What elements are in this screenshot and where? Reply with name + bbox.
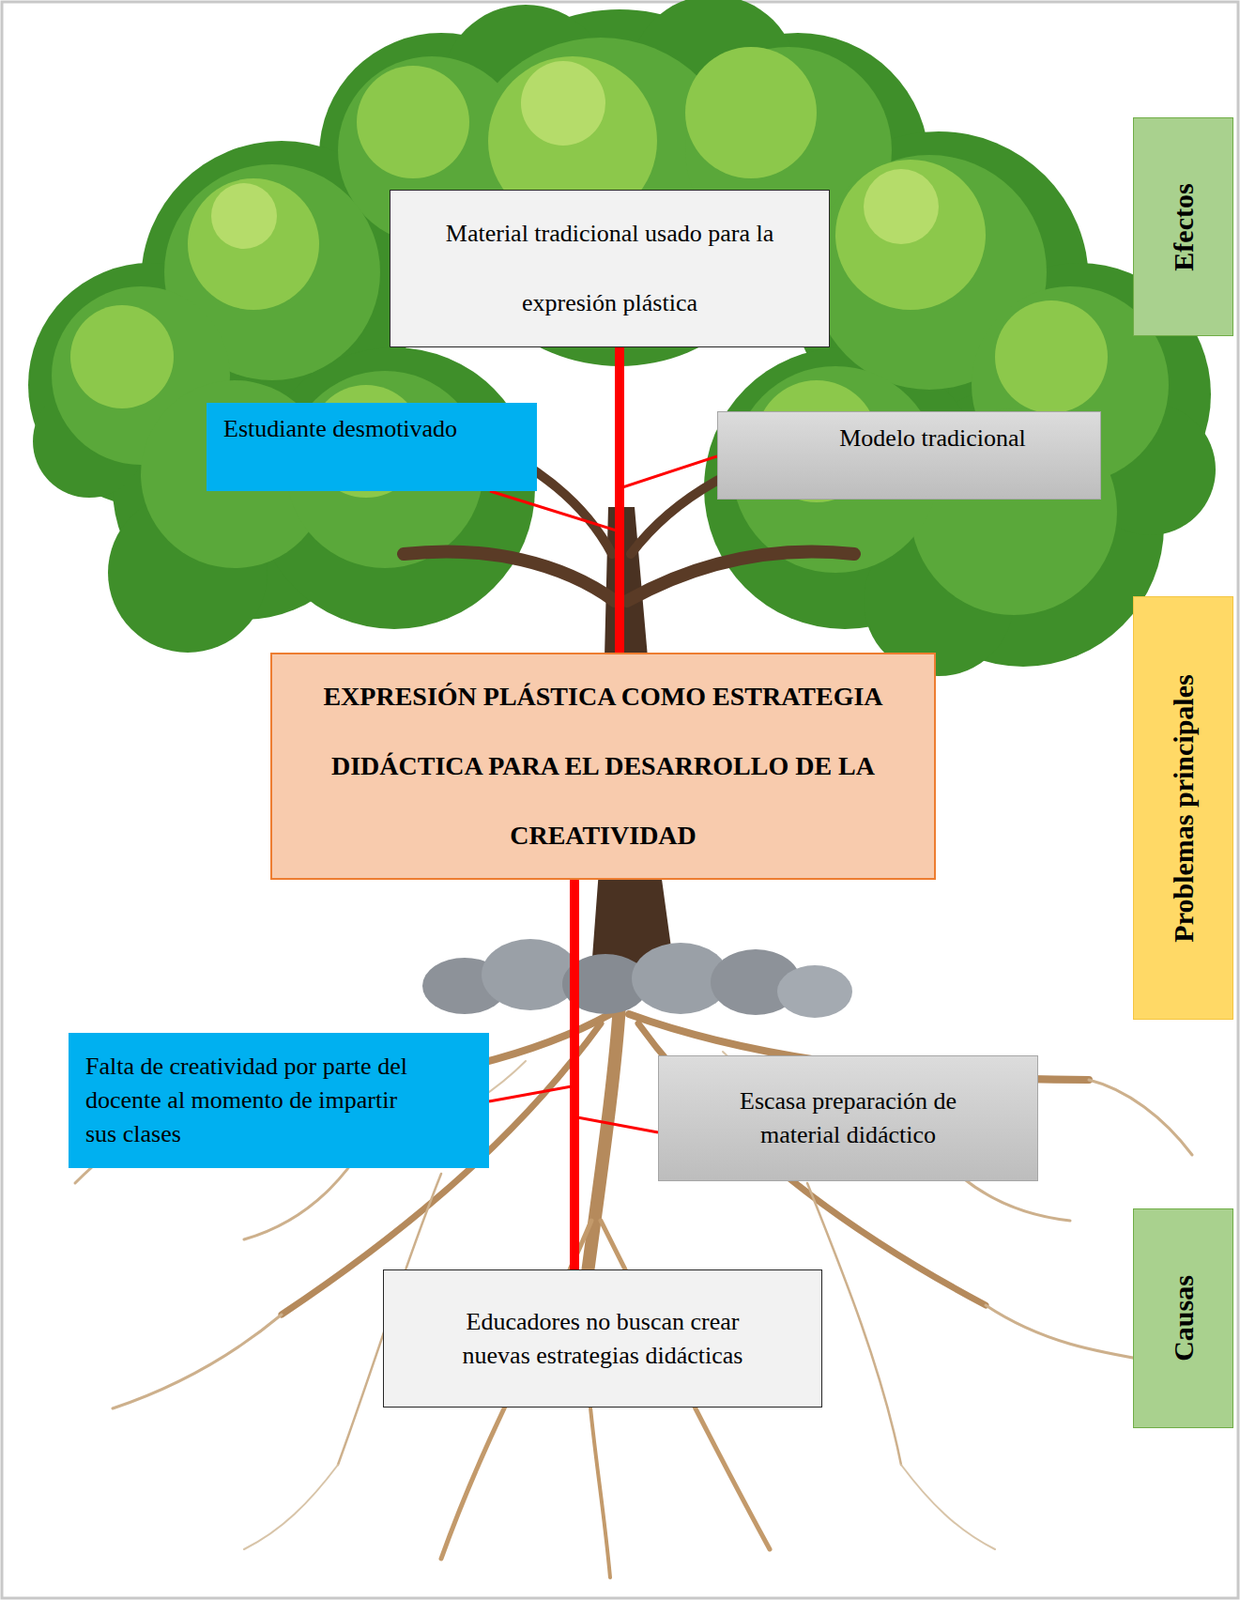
root — [244, 1464, 338, 1549]
root — [581, 1004, 620, 1315]
effect-box: Material tradicional usado para la expre… — [389, 189, 830, 348]
foliage-highlight — [835, 159, 986, 310]
effect-box: Estudiante desmotivado — [206, 402, 537, 491]
section-label: Efectos — [1167, 183, 1200, 271]
foliage-highlight — [356, 65, 470, 179]
section-band: Efectos — [1132, 117, 1234, 337]
box-text: Modelo tradicional — [774, 423, 1091, 454]
cause-box: Escasa preparación de material didáctico — [658, 1055, 1039, 1181]
root — [985, 1304, 1155, 1362]
connector-line — [489, 879, 572, 1102]
tree-canopy — [28, 0, 1216, 676]
foliage-highlight — [520, 61, 606, 146]
connector-line — [577, 879, 659, 1133]
connector-line — [622, 456, 718, 653]
problem-title: EXPRESIÓN PLÁSTICA COMO ESTRATEGIA DIDÁC… — [309, 661, 897, 871]
root — [1088, 1079, 1193, 1155]
box-text: Escasa preparación de material didáctico — [715, 1084, 981, 1152]
foliage-highlight — [685, 46, 817, 179]
branch — [627, 551, 855, 601]
foliage-highlight — [995, 300, 1108, 414]
foliage-highlight — [70, 305, 174, 409]
box-text: Estudiante desmotivado — [223, 413, 521, 444]
section-band: Problemas principales — [1132, 596, 1234, 1020]
section-label: Causas — [1167, 1274, 1200, 1362]
root — [112, 1314, 282, 1409]
foliage-highlight — [211, 183, 277, 249]
connector-line — [489, 490, 617, 653]
effect-box: Modelo tradicional — [717, 411, 1102, 500]
section-label: Problemas principales — [1167, 673, 1200, 942]
box-text: Educadores no buscan crear nuevas estrat… — [449, 1304, 756, 1373]
foliage-highlight — [187, 178, 320, 310]
box-text: Material tradicional usado para la expre… — [437, 199, 782, 338]
foliage-highlight — [863, 168, 939, 245]
branch — [403, 551, 615, 601]
rock — [777, 964, 853, 1018]
cause-box: Falta de creatividad por parte del docen… — [68, 1032, 490, 1168]
root — [901, 1464, 996, 1549]
box-text: Falta de creatividad por parte del docen… — [85, 1049, 433, 1151]
section-band: Causas — [1132, 1208, 1234, 1428]
tree-roots — [75, 1004, 1193, 1577]
cause-box: Educadores no buscan crear nuevas estrat… — [382, 1269, 823, 1408]
problem-box: EXPRESIÓN PLÁSTICA COMO ESTRATEGIA DIDÁC… — [270, 652, 936, 880]
rocks — [422, 938, 853, 1018]
